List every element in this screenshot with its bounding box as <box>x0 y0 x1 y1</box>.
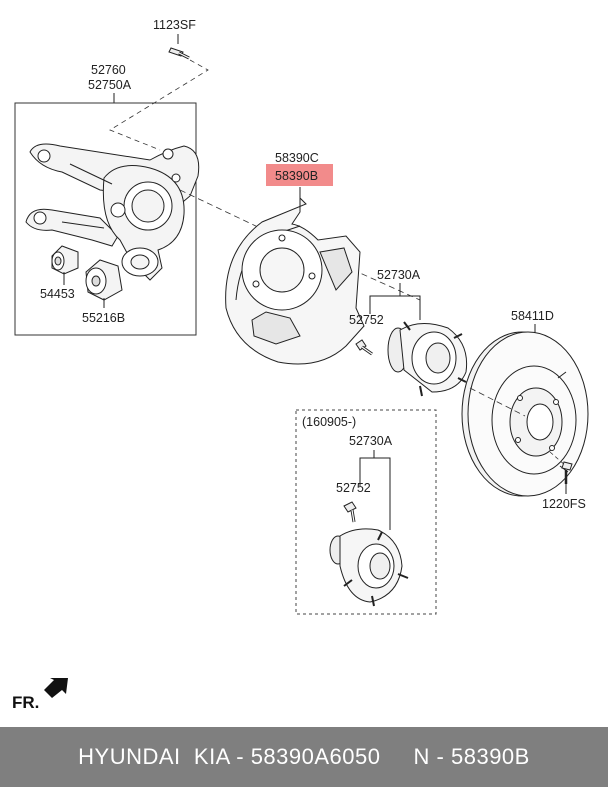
label-knuckle-52750a: 52750A <box>88 78 132 92</box>
stud-upper-drawing <box>355 339 373 356</box>
front-direction-arrow <box>44 678 68 698</box>
variant-group-box <box>295 409 437 615</box>
bushing-55216b <box>85 259 123 308</box>
label-hub-upper: 52730A <box>377 268 421 282</box>
label-disc-58411d: 58411D <box>511 309 554 323</box>
label-variant-date: (160905-) <box>302 415 356 429</box>
label-knuckle-52760: 52760 <box>91 63 126 77</box>
dust-shield-drawing <box>225 196 365 365</box>
bolt-1123sf <box>109 34 209 151</box>
footer-oem-number: HYUNDAI KIA - 58390A6050 <box>78 744 381 769</box>
label-stud-lower: 52752 <box>336 481 371 495</box>
label-shield-58390b: 58390B <box>275 169 318 183</box>
label-shield-58390c: 58390C <box>275 151 319 165</box>
knuckle-group-box <box>14 102 197 336</box>
label-stud-upper: 52752 <box>349 313 384 327</box>
label-bushing-55216b: 55216B <box>82 311 125 325</box>
knuckle-drawing <box>25 143 200 281</box>
label-hub-lower: 52730A <box>349 434 393 448</box>
label-front: FR. <box>12 693 39 712</box>
bushing-54453 <box>51 245 79 285</box>
footer-part-number-bar: HYUNDAI KIA - 58390A6050 N - 58390B <box>0 727 608 787</box>
label-bolt-1123sf: 1123SF <box>153 18 196 32</box>
hub-lower-drawing <box>329 528 409 607</box>
hub-upper-drawing <box>387 321 468 397</box>
footer-ref-number: N - 58390B <box>413 744 530 769</box>
stud-lower-drawing <box>343 501 357 523</box>
brake-disc-drawing <box>461 331 589 497</box>
screw-1220fs <box>561 461 573 494</box>
highlight-box-58390b <box>266 164 333 186</box>
label-bushing-54453: 54453 <box>40 287 75 301</box>
label-screw-1220fs: 1220FS <box>542 497 586 511</box>
exploded-parts-diagram: 1123SF 52760 52750A 54453 <box>12 18 589 712</box>
footer-spacer <box>380 744 413 770</box>
